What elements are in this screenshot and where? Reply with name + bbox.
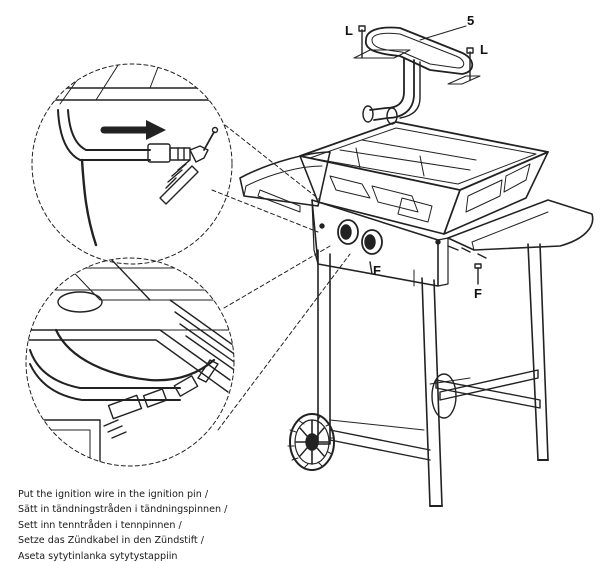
grill-cart (287, 243, 549, 507)
caption-line-finnish: Aseta sytytinlanka sytytystappiin (18, 550, 178, 562)
valve-detail-circle (25, 257, 235, 467)
callout-screw-left: L (345, 23, 353, 38)
instruction-caption: Put the ignition wire in the ignition pi… (18, 487, 318, 562)
callout-bolt-side: F (474, 286, 482, 301)
callout-burner-part: 5 (467, 13, 475, 28)
caption-line-norwegian: Sett inn tenntråden i tennpinnen / (18, 519, 182, 531)
burner-part (353, 25, 481, 125)
fire-box (299, 121, 549, 235)
caption-line-english: Put the ignition wire in the ignition pi… (18, 489, 209, 500)
wheel (287, 413, 335, 471)
callout-bolt-front: F (373, 263, 381, 278)
callout-screw-right: L (480, 42, 488, 57)
caption-line-swedish: Sätt in tändningstråden i tändningspinne… (18, 504, 228, 516)
grill-body (239, 151, 594, 287)
ignition-detail-circle (31, 63, 233, 265)
caption-line-german: Setze das Zündkabel in den Zündstift / (18, 535, 204, 547)
